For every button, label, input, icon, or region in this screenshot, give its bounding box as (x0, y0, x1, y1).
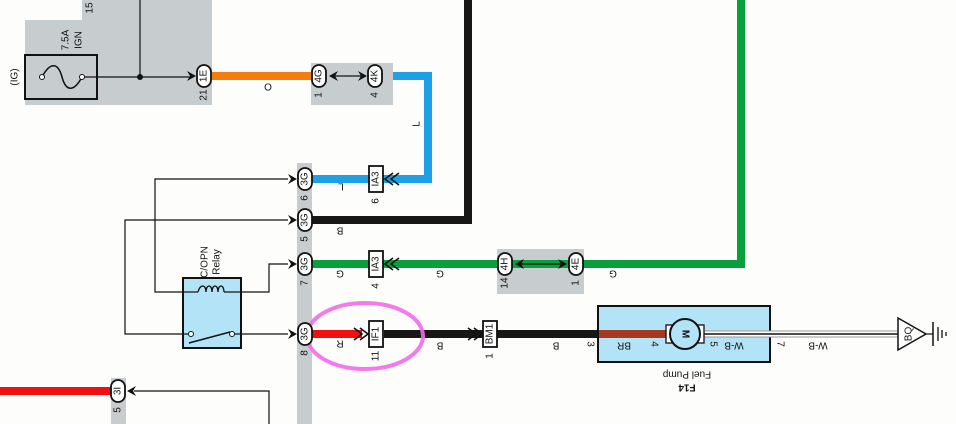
pump-pin-4: 4 (649, 341, 660, 347)
wire-label-green-right: G (609, 268, 617, 279)
connector-c3g-8-code: 3G (300, 327, 311, 341)
motor-icon (669, 318, 701, 350)
connector-c3g-7-pin: 7 (300, 280, 311, 286)
arrow-c3g-8 (288, 329, 297, 339)
wire-label-green-3g7: G (336, 268, 344, 279)
connector-4e-pin: 1 (571, 280, 582, 286)
arrow-4h (515, 259, 524, 269)
wire-thin-3g6 (154, 178, 288, 293)
connector-ia3-6-pin: 6 (371, 198, 382, 204)
chevron-if1 (353, 327, 370, 341)
connector-bm1: BM1 1 (482, 320, 498, 359)
wire-label-green-mid: G (436, 268, 444, 279)
connector-c3g-6: 3G 6 (297, 167, 313, 201)
arrow-c3g-5 (288, 215, 297, 225)
relay-coil-icon (197, 285, 225, 293)
wire-label-blue-vertical: L (412, 121, 423, 127)
arrow-c3g-6 (288, 174, 297, 184)
connector-if1: IF1 11 (368, 320, 384, 361)
fuse-rating-label: 7.5A (61, 29, 72, 50)
pump-pin-7: 7 (775, 341, 786, 347)
connector-c3g-7-code: 3G (300, 257, 311, 271)
motor-label: M (680, 330, 691, 338)
wire-label-wb-ground: W-B (808, 340, 828, 351)
fuse-name-label: IGN (74, 31, 85, 49)
connector-1e-pin: 21 (199, 89, 210, 101)
connector-c3g-7: 3G 7 (297, 252, 313, 286)
wire-label-blue-horizontal: L (338, 181, 344, 192)
ground-code-label: BQ (904, 327, 915, 342)
wire-thin-3g7 (240, 263, 288, 293)
fuel-pump-code: F14 (678, 382, 696, 393)
connector-3i-pin: 5 (113, 407, 124, 413)
connector-4g: 4G 1 (311, 64, 327, 98)
connector-c3g-6-code: 3G (300, 172, 311, 186)
wire-black-vertical (312, 0, 472, 224)
top-pin-label: 15 (85, 2, 96, 14)
wire-green-vertical (312, 0, 745, 268)
relay-name-line1: C/OPN (200, 246, 211, 278)
connector-ia3-6: IA3 6 (368, 165, 384, 204)
connector-4g-pin: 1 (314, 92, 325, 98)
junction-strip-3g (297, 163, 312, 424)
wire-label-black-if1: B (436, 340, 443, 351)
wire-label-black-3g5: B (336, 225, 343, 236)
arrow-1e (187, 71, 196, 81)
chevron-bm1 (467, 327, 484, 341)
splice-point (137, 74, 143, 80)
connector-if1-code: IF1 (371, 326, 382, 341)
connector-bm1-pin: 1 (485, 353, 496, 359)
connector-c3g-5-code: 3G (300, 213, 311, 227)
wire-label-wb-pump: W-B (724, 340, 744, 351)
connector-4k-code: 4K (370, 70, 381, 83)
relay-switch-icon (188, 331, 231, 344)
junction-block-ig-top-cutout (25, 0, 82, 20)
pump-pin-3: 3 (585, 341, 596, 347)
connector-ia3-6-code: IA3 (371, 171, 382, 186)
wire-thin-3i (134, 390, 270, 424)
pump-pin-5: 5 (708, 341, 719, 347)
connector-ia3-4-pin: 4 (371, 283, 382, 289)
connector-1e: 1E 21 (196, 64, 212, 101)
arrow-4g (329, 71, 338, 81)
wire-label-black-bm1: B (552, 340, 559, 351)
connector-4h-pin: 14 (500, 277, 511, 289)
wire-thin-3g5 (124, 219, 288, 335)
relay-name-line2: Relay (212, 249, 223, 275)
wire-label-red: R (336, 338, 343, 349)
connector-4h-code: 4H (500, 258, 511, 271)
ground-connector (897, 316, 928, 352)
connector-1e-code: 1E (199, 70, 210, 83)
connector-if1-pin: 11 (371, 350, 382, 361)
connector-ia3-4: IA3 4 (368, 250, 384, 289)
connector-4g-code: 4G (314, 69, 325, 83)
chevron-ia3-4 (383, 257, 400, 271)
connector-3i: 3I 5 (110, 379, 126, 413)
wire-label-orange: O (264, 83, 272, 94)
arrow-4k (358, 71, 367, 81)
arrow-c3g-7 (288, 259, 297, 269)
fuse-icon (41, 65, 83, 89)
connector-c3g-5-pin: 5 (300, 236, 311, 242)
connector-4h: 4H 14 (497, 252, 513, 289)
arrow-3i (127, 386, 136, 396)
connector-3i-code: 3I (113, 387, 124, 395)
connector-c3g-8-pin: 8 (300, 350, 311, 356)
arrow-4e (558, 259, 567, 269)
fuse-source-label: (IG) (10, 68, 21, 85)
wire-label-brown: BR (617, 340, 631, 351)
connector-4k: 4K 4 (367, 64, 383, 98)
connector-4k-pin: 4 (370, 92, 381, 98)
connector-4e: 4E 1 (568, 252, 584, 286)
connector-c3g-8: 3G 8 (297, 322, 313, 356)
connector-c3g-6-pin: 6 (300, 195, 311, 201)
connector-c3g-5: 3G 5 (297, 208, 313, 242)
connector-4e-code: 4E (571, 258, 582, 271)
fuel-pump-name: Fuel Pump (662, 369, 711, 380)
connector-ia3-4-code: IA3 (371, 256, 382, 271)
chevron-ia3-6 (383, 172, 400, 186)
connector-bm1-code: BM1 (485, 323, 496, 344)
